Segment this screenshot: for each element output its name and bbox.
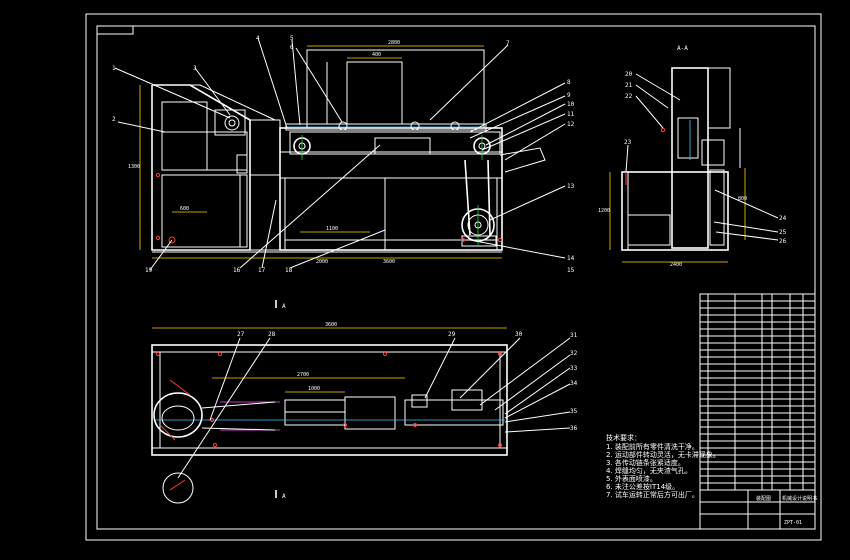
balloon-19: 19 [145, 267, 153, 274]
balloon-15: 15 [567, 267, 575, 274]
notes-title: 技术要求： [606, 433, 641, 442]
balloon-11: 11 [567, 111, 575, 118]
side-view-label: A-A [677, 45, 688, 52]
dim-front-lower: 1100 [326, 226, 338, 232]
title-block-drawing-name: 装配图 [756, 495, 771, 502]
balloon-27: 27 [237, 331, 245, 338]
title-block-company: 机械设计说明书 [782, 495, 817, 502]
dim-front-inner-mid: 400 [372, 52, 381, 58]
dim-front-bottom: 2000 [316, 259, 328, 265]
balloon-12: 12 [567, 121, 575, 128]
side-view: A-A 2400 1200 800 20 21 22 23 24 25 26 [598, 45, 787, 268]
balloon-20: 20 [625, 71, 633, 78]
balloon-8: 8 [567, 79, 571, 86]
dim-front-overall-width: 3600 [383, 259, 395, 265]
notes-line-1: 1. 装配前所有零件清洗干净。 [606, 442, 699, 451]
balloon-5: 5 [290, 35, 294, 42]
front-view: 2800 400 2000 3600 1300 600 1100 [114, 37, 566, 271]
balloon-36: 36 [570, 425, 578, 432]
dim-plan-inner: 2700 [297, 372, 309, 378]
dim-front-top-width: 2800 [388, 40, 400, 46]
title-block: 装配图 机械设计说明书 ZPT-01 [699, 489, 817, 530]
balloon-9: 9 [567, 92, 571, 99]
balloon-24: 24 [779, 215, 787, 222]
balloon-2: 2 [112, 116, 116, 123]
section-marker-top: A [282, 303, 286, 310]
notes-line-2: 2. 运动部件转动灵活，无卡滞现象。 [606, 450, 720, 459]
notes-line-7: 7. 试车运转正常后方可出厂。 [606, 490, 699, 499]
dim-plan-sub: 1000 [308, 386, 320, 392]
dim-side-width: 2400 [670, 262, 682, 268]
balloon-14: 14 [567, 255, 575, 262]
dim-side-inner: 800 [738, 196, 747, 202]
balloon-4: 4 [256, 35, 260, 42]
technical-notes: 技术要求： 1. 装配前所有零件清洗干净。 2. 运动部件转动灵活，无卡滞现象。… [606, 433, 720, 499]
balloon-3: 3 [193, 65, 197, 72]
balloon-17: 17 [258, 267, 266, 274]
balloon-25: 25 [779, 229, 787, 236]
plan-view: A A [151, 300, 578, 504]
balloon-31: 31 [570, 332, 578, 339]
balloon-13: 13 [567, 183, 575, 190]
balloon-22: 22 [625, 93, 633, 100]
balloon-28: 28 [268, 331, 276, 338]
balloon-32: 32 [570, 350, 578, 357]
balloon-1: 1 [112, 65, 116, 72]
parts-list [699, 293, 816, 530]
balloon-30: 30 [515, 331, 523, 338]
dim-front-inner-left: 600 [180, 206, 189, 212]
balloon-23: 23 [624, 139, 632, 146]
balloon-6: 6 [290, 44, 294, 51]
outer-frame [85, 13, 822, 541]
balloon-16: 16 [233, 267, 241, 274]
balloon-29: 29 [448, 331, 456, 338]
notes-line-6: 6. 未注公差按IT14级。 [606, 482, 679, 491]
dim-front-height-left: 1300 [128, 164, 140, 170]
corner-code-box [96, 25, 134, 35]
balloon-26: 26 [779, 238, 787, 245]
dim-plan-width: 3600 [325, 322, 337, 328]
title-block-drawing-no: ZPT-01 [784, 520, 802, 526]
section-marker-bottom: A [282, 493, 286, 500]
balloon-35: 35 [570, 408, 578, 415]
balloon-21: 21 [625, 82, 633, 89]
front-view-balloons: 1 2 3 4 5 6 7 8 9 10 11 12 13 14 15 16 1… [112, 35, 575, 274]
balloon-10: 10 [567, 101, 575, 108]
balloon-7: 7 [506, 40, 510, 47]
notes-line-4: 4. 焊缝均匀，无夹渣气孔。 [606, 466, 692, 475]
balloon-34: 34 [570, 380, 578, 387]
balloon-33: 33 [570, 365, 578, 372]
inner-border [96, 25, 816, 530]
notes-line-5: 5. 外表面喷漆。 [606, 474, 657, 483]
balloon-18: 18 [285, 267, 293, 274]
dim-side-height: 1200 [598, 208, 610, 214]
notes-line-3: 3. 各传动链条张紧适度。 [606, 458, 685, 467]
